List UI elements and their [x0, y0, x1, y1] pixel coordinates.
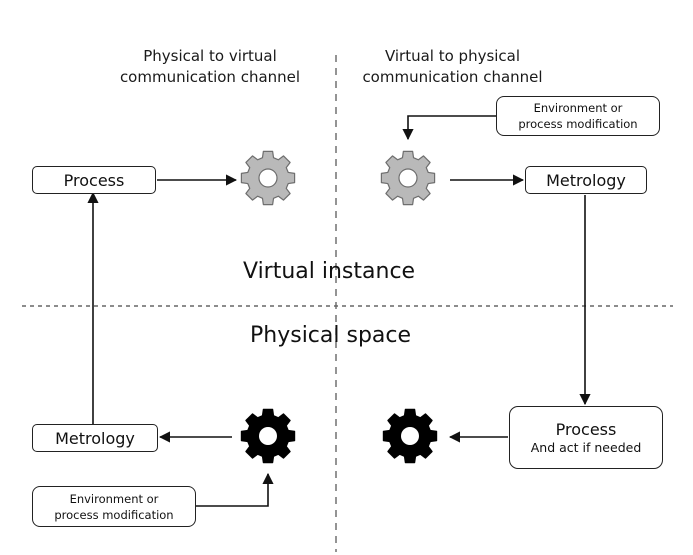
env-line-1-physical: Environment or [69, 491, 159, 506]
metrology-label-physical: Metrology [55, 428, 135, 448]
gear-outline-icon [380, 150, 436, 206]
environment-box-virtual: Environment or process modification [496, 96, 660, 136]
process-box-physical: Process And act if needed [509, 406, 663, 469]
physical-space-label: Physical space [250, 323, 412, 348]
metrology-box-virtual: Metrology [525, 166, 647, 194]
left-channel-header: Physical to virtual communication channe… [95, 46, 325, 88]
arrow-env-to-gear-top [402, 115, 496, 141]
env-line-2: process modification [518, 117, 638, 131]
metrology-box-physical: Metrology [32, 424, 158, 452]
virtual-instance-label: Virtual instance [243, 259, 416, 284]
environment-box-physical: Environment or process modification [32, 486, 196, 527]
process-subtitle: And act if needed [530, 439, 642, 455]
right-header-line-2: communication channel [362, 68, 543, 86]
left-header-line-1: Physical to virtual [143, 47, 277, 65]
env-line-2-physical: process modification [54, 507, 174, 522]
arrow-env-to-gear-bottom [195, 472, 274, 507]
process-box-virtual: Process [32, 166, 156, 194]
right-header-line-1: Virtual to physical [384, 47, 521, 65]
process-title: Process [555, 419, 617, 439]
env-line-1: Environment or [533, 101, 623, 115]
metrology-label: Metrology [546, 170, 626, 190]
left-header-line-2: communication channel [119, 68, 301, 86]
process-label: Process [63, 170, 125, 190]
right-channel-header: Virtual to physical communication channe… [340, 46, 565, 88]
gear-solid-icon [382, 408, 438, 464]
gear-solid-icon [240, 408, 296, 464]
gear-outline-icon [240, 150, 296, 206]
